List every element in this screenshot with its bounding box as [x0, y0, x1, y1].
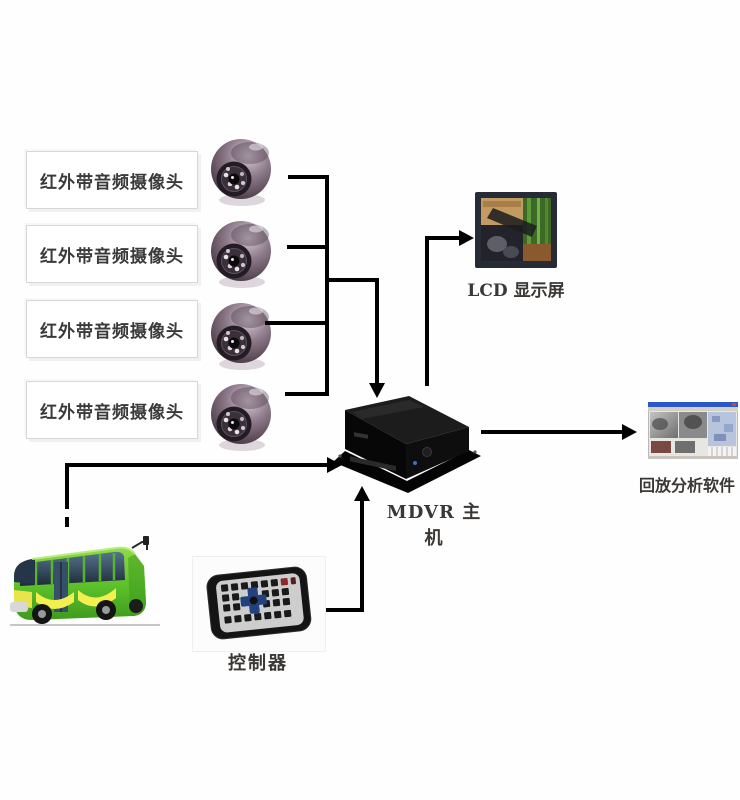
- remote-controller-icon: [206, 566, 312, 640]
- camera-label-box-2: 红外带音频摄像头: [26, 225, 198, 283]
- arrowhead-into-lcd: [459, 230, 474, 246]
- controller-label: 控制器: [228, 653, 288, 674]
- mdvr-label: MDVR 主机: [386, 502, 482, 549]
- controller-photo-frame: [192, 556, 326, 652]
- mdvr-black-box-icon: [333, 396, 481, 493]
- camera-label-1: 红外带音频摄像头: [40, 172, 184, 193]
- bus-photo-frame: [2, 522, 164, 628]
- line-bus-to-mdvr: [327, 278, 379, 384]
- camera-label-box-4: 红外带音频摄像头: [26, 381, 198, 439]
- playback-software-label: 回放分析软件: [638, 476, 735, 495]
- dome-camera-icon-3: [210, 302, 272, 371]
- dome-camera-icon-4: [210, 383, 272, 452]
- camera-label-2: 红外带音频摄像头: [40, 246, 184, 267]
- camera-label-3: 红外带音频摄像头: [40, 321, 184, 342]
- camera-label-4: 红外带音频摄像头: [40, 402, 184, 423]
- lcd-label: LCD 显示屏: [467, 281, 565, 301]
- arrowhead-into-playback: [622, 424, 637, 440]
- lcd-monitor-icon: [475, 192, 557, 268]
- dome-camera-icon-2: [210, 220, 272, 289]
- software-window-icon: [648, 402, 738, 459]
- bus-photo-edge: [10, 624, 160, 626]
- green-bus-icon: [10, 536, 149, 624]
- camera-label-box-3: 红外带音频摄像头: [26, 300, 198, 358]
- dome-camera-icon-1: [210, 138, 272, 207]
- line-vehicle-to-mdvr: [65, 463, 328, 509]
- line-mdvr-to-lcd: [425, 236, 459, 386]
- camera-label-box-1: 红外带音频摄像头: [26, 151, 198, 209]
